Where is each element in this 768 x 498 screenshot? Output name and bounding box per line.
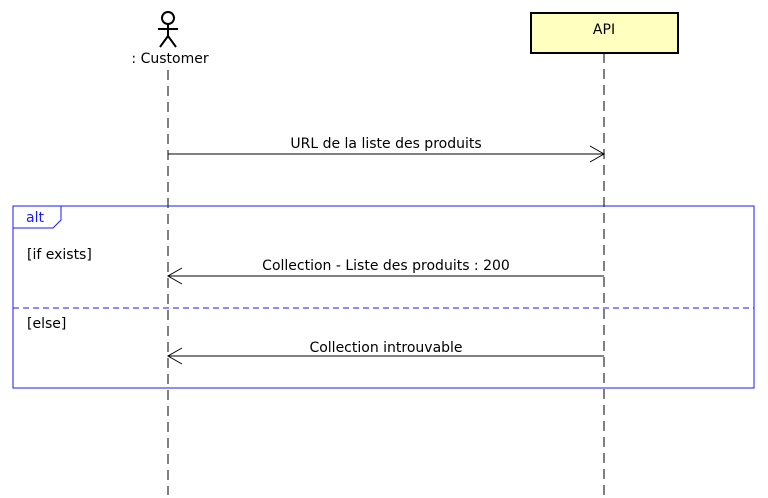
message-response-not-found: Collection introuvable [166,340,604,365]
message-label: Collection - Liste des produits : 200 [262,258,510,274]
message-request: URL de la liste des produits [168,136,606,163]
open-arrowhead-icon [589,145,606,163]
message-response-success: Collection - Liste des produits : 200 [166,258,604,285]
alt-fragment: alt [if exists] [else] [12,205,755,389]
guard-else: [else] [27,316,66,332]
open-arrowhead-icon [166,347,183,365]
stick-figure-icon [158,11,178,48]
actor-label: : Customer [131,51,208,67]
api-participant-box [530,12,679,54]
message-label: Collection introuvable [309,340,462,356]
alt-operator-label: alt [26,210,44,226]
open-arrowhead-icon [166,267,183,285]
message-label: URL de la liste des produits [290,136,481,152]
alt-fragment-frame [12,205,755,389]
alt-operator-tab [13,206,62,229]
api-participant-label: API [593,22,615,38]
guard-if-exists: [if exists] [27,247,92,263]
